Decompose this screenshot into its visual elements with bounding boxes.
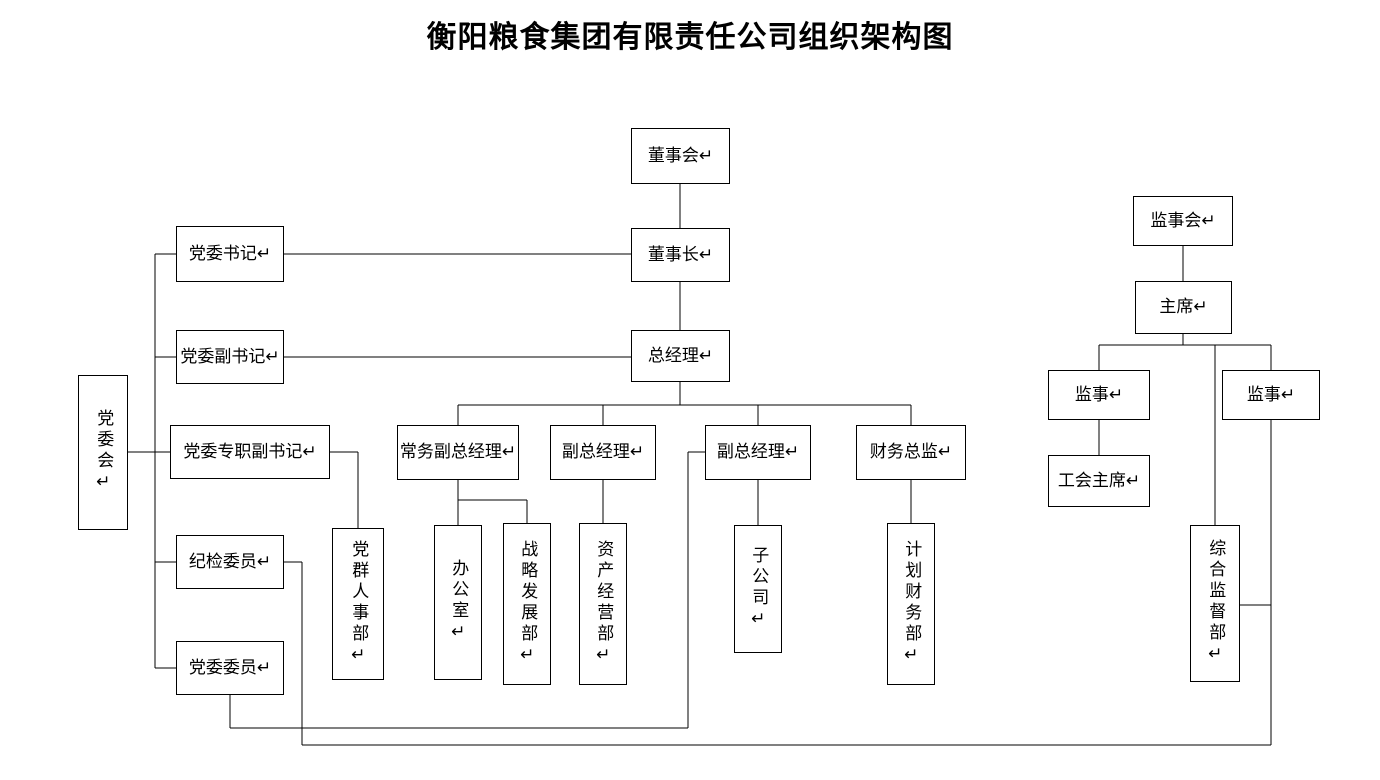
- node-board-of-directors: 董事会↵: [631, 128, 730, 184]
- node-planning-finance-dept: 计划财务部↵: [887, 523, 935, 685]
- node-strategic-development-dept: 战略发展部↵: [503, 523, 551, 685]
- node-union-chairman: 工会主席↵: [1048, 455, 1150, 507]
- node-deputy-gm-1: 副总经理↵: [550, 425, 656, 480]
- node-asset-management-dept: 资产经营部↵: [579, 523, 627, 685]
- node-cfo: 财务总监↵: [856, 425, 966, 480]
- node-supervisor-right: 监事↵: [1222, 370, 1320, 420]
- node-chairman: 董事长↵: [631, 228, 730, 282]
- node-discipline-inspection-member: 纪检委员↵: [176, 535, 284, 589]
- node-general-manager: 总经理↵: [631, 330, 730, 382]
- page-title: 衡阳粮食集团有限责任公司组织架构图: [426, 21, 954, 54]
- node-party-committee: 党委会↵: [78, 375, 128, 530]
- node-supervisor-left: 监事↵: [1048, 370, 1150, 420]
- node-supervisory-chairman: 主席↵: [1135, 281, 1232, 334]
- node-party-mass-personnel-dept: 党群人事部↵: [332, 528, 384, 680]
- node-party-secretary: 党委书记↵: [176, 226, 284, 282]
- node-party-committee-member: 党委委员↵: [176, 641, 284, 695]
- node-deputy-gm-2: 副总经理↵: [705, 425, 811, 480]
- node-subsidiary: 子公司↵: [734, 525, 782, 653]
- node-fulltime-deputy-party-secretary: 党委专职副书记↵: [170, 425, 330, 479]
- node-executive-deputy-gm: 常务副总经理↵: [397, 425, 519, 480]
- node-deputy-party-secretary: 党委副书记↵: [176, 330, 284, 384]
- node-comprehensive-supervision-dept: 综合监督部↵: [1190, 525, 1240, 682]
- connector-line-group: [128, 184, 1272, 746]
- node-office: 办公室↵: [434, 525, 482, 680]
- node-supervisory-board: 监事会↵: [1133, 196, 1233, 246]
